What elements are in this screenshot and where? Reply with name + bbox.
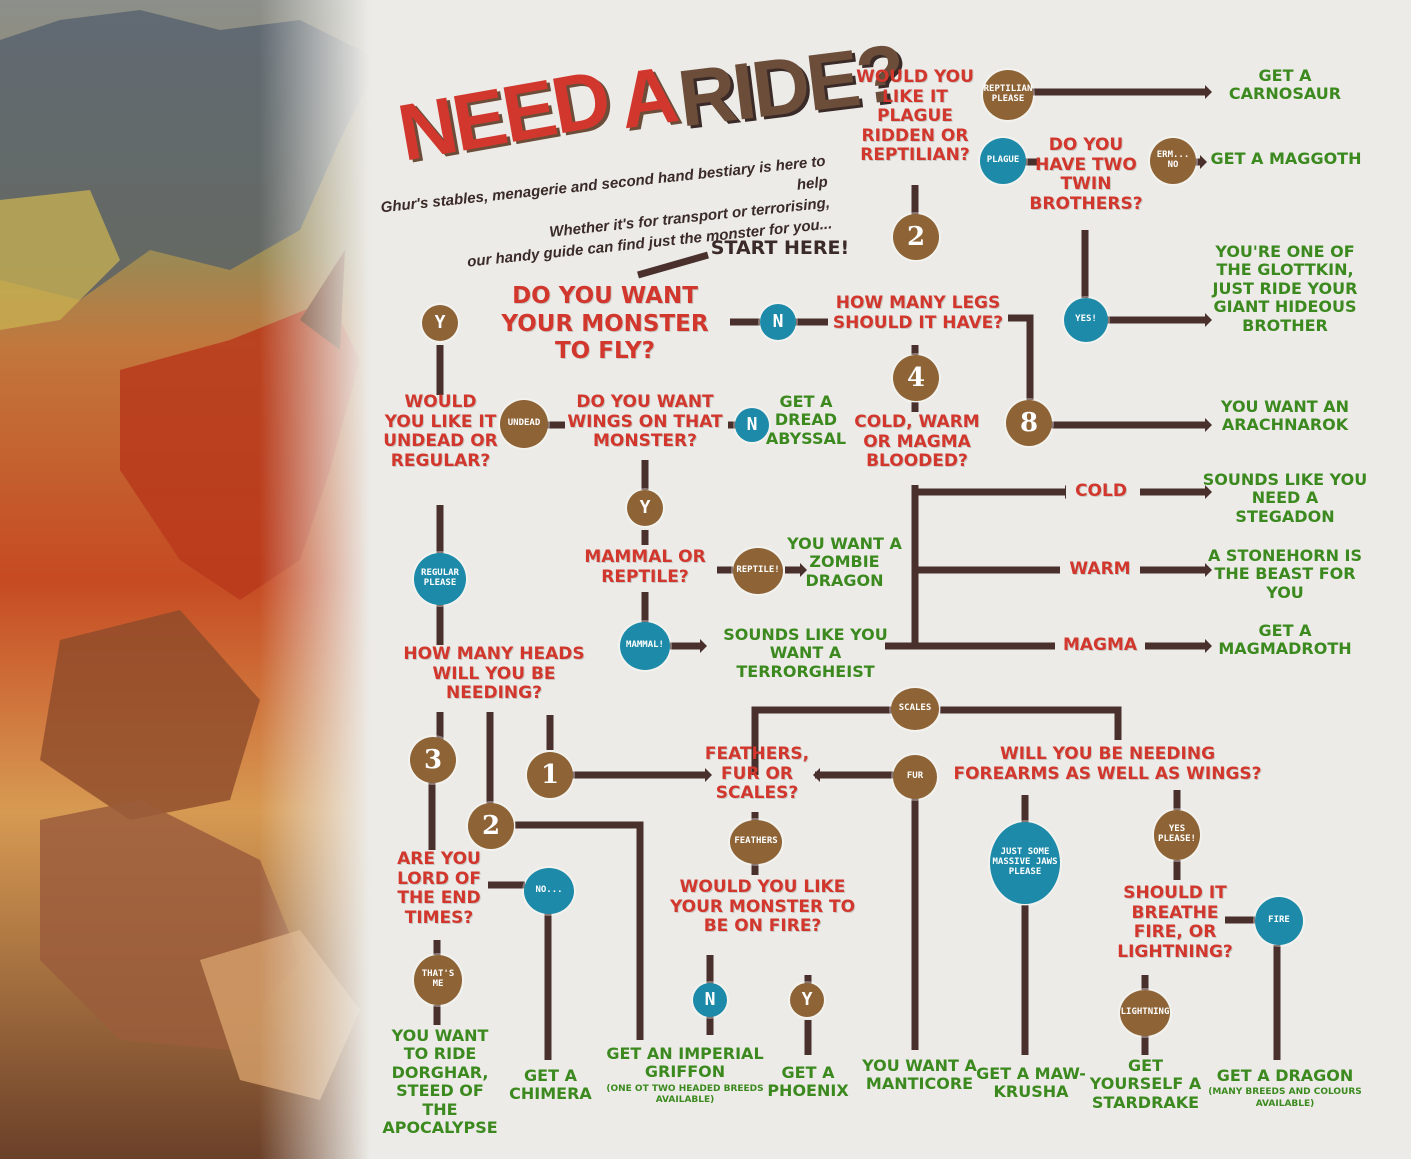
title-word-need: NEED bbox=[391, 53, 615, 178]
question-heads: HOW MANY HEADS WILL YOU BE NEEDING? bbox=[403, 644, 585, 704]
answer-carnosaur: GET A CARNOSAUR bbox=[1228, 66, 1342, 104]
badge-y-fire: Y bbox=[790, 983, 824, 1017]
badge-y-fly: Y bbox=[422, 305, 458, 341]
question-fly: DO YOU WANT YOUR MONSTER TO FLY? bbox=[501, 283, 709, 365]
question-mammal: MAMMAL OR REPTILE? bbox=[584, 547, 706, 587]
answer-dorghar: YOU WANT TO RIDE DORGHAR, STEED OF THE A… bbox=[382, 1026, 498, 1137]
badge-regular-please: REGULAR PLEASE bbox=[414, 553, 466, 605]
answer-magmadroth: GET A MAGMADROTH bbox=[1218, 621, 1352, 659]
badge-reptile: REPTILE! bbox=[733, 548, 783, 594]
badge-n-fire: N bbox=[693, 983, 727, 1017]
badge-no: NO... bbox=[524, 868, 574, 914]
title-word-a: A bbox=[614, 49, 681, 146]
answer-mawkrusha: GET A MAW-KRUSHA bbox=[976, 1064, 1086, 1102]
question-legs: HOW MANY LEGS SHOULD IT HAVE? bbox=[832, 293, 1004, 333]
answer-maggoth: GET A MAGGOTH bbox=[1210, 149, 1362, 168]
badge-one-head: 1 bbox=[527, 752, 573, 798]
badge-thats-me: THAT'S ME bbox=[414, 955, 462, 1005]
label-cold: COLD bbox=[1066, 481, 1136, 502]
badge-feathers: FEATHERS bbox=[730, 820, 782, 864]
answer-stardrake: GET YOURSELF A STARDRAKE bbox=[1089, 1056, 1202, 1112]
answer-dragon-title: GET A DRAGON bbox=[1216, 1066, 1354, 1085]
question-wings: DO YOU WANT WINGS ON THAT MONSTER? bbox=[567, 392, 723, 452]
answer-stonehorn: A STONEHORN IS THE BEAST FOR YOU bbox=[1207, 546, 1363, 602]
badge-n-wings: N bbox=[735, 408, 769, 442]
answer-griffon-title: GET AN IMPERIAL GRIFFON bbox=[606, 1044, 764, 1082]
question-feathers: FEATHERS, FUR OR SCALES? bbox=[704, 744, 810, 804]
question-lord: ARE YOU LORD OF THE END TIMES? bbox=[397, 849, 481, 928]
badge-y-wings: Y bbox=[627, 490, 663, 526]
answer-dragon-note: (MANY BREEDS AND COLOURS AVAILABLE) bbox=[1208, 1087, 1362, 1110]
question-plague: WOULD YOU LIKE IT PLAGUE RIDDEN OR REPTI… bbox=[856, 67, 974, 166]
badge-lightning: LIGHTNING bbox=[1120, 990, 1170, 1036]
question-fire: WOULD YOU LIKE YOUR MONSTER TO BE ON FIR… bbox=[669, 877, 856, 937]
answer-dragon: GET A DRAGON (MANY BREEDS AND COLOURS AV… bbox=[1205, 1066, 1365, 1111]
badge-erm-no: ERM... NO bbox=[1150, 138, 1196, 184]
answer-arachnarok: YOU WANT AN ARACHNAROK bbox=[1220, 397, 1350, 435]
answer-zombie-dragon: YOU WANT A ZOMBIE DRAGON bbox=[787, 534, 902, 590]
answer-phoenix: GET A PHOENIX bbox=[767, 1063, 849, 1101]
badge-yes-twins: YES! bbox=[1064, 298, 1108, 342]
badge-n-fly: N bbox=[760, 304, 796, 340]
question-forearms: WILL YOU BE NEEDING FOREARMS AS WELL AS … bbox=[953, 744, 1262, 784]
dragon-artwork-icon bbox=[0, 0, 370, 1159]
badge-reptilian-please: REPTILIAN PLEASE bbox=[983, 70, 1033, 120]
badge-three-heads: 3 bbox=[410, 737, 456, 783]
badge-two-legs: 2 bbox=[893, 214, 939, 260]
label-magma: MAGMA bbox=[1055, 635, 1145, 656]
answer-dread-abyssal: GET A DREAD ABYSSAL bbox=[765, 392, 847, 448]
badge-two-heads: 2 bbox=[468, 803, 514, 849]
question-twins: DO YOU HAVE TWO TWIN BROTHERS? bbox=[1029, 135, 1143, 214]
start-here-label: START HERE! bbox=[710, 237, 850, 259]
question-blood: COLD, WARM OR MAGMA BLOODED? bbox=[854, 412, 980, 472]
answer-griffon-note: (ONE OT TWO HEADED BREEDS AVAILABLE) bbox=[606, 1083, 764, 1106]
question-undead: WOULD YOU LIKE IT UNDEAD OR REGULAR? bbox=[383, 392, 498, 471]
answer-manticore: YOU WANT A MANTICORE bbox=[862, 1056, 977, 1094]
badge-fur: FUR bbox=[893, 755, 937, 799]
badge-massive-jaws: JUST SOME MASSIVE JAWS PLEASE bbox=[990, 822, 1060, 904]
badge-plague: PLAGUE bbox=[980, 138, 1026, 184]
badge-undead: UNDEAD bbox=[500, 400, 548, 448]
answer-glottkin: YOU'RE ONE OF THE GLOTTKIN, JUST RIDE YO… bbox=[1212, 242, 1358, 335]
answer-stegadon: SOUNDS LIKE YOU NEED A STEGADON bbox=[1202, 470, 1368, 526]
question-breathe: SHOULD IT BREATHE FIRE, OR LIGHTNING? bbox=[1117, 883, 1233, 962]
answer-griffon: GET AN IMPERIAL GRIFFON (ONE OT TWO HEAD… bbox=[605, 1044, 765, 1107]
answer-terrorgheist: SOUNDS LIKE YOU WANT A TERRORGHEIST bbox=[723, 625, 888, 681]
badge-mammal: MAMMAL! bbox=[620, 622, 670, 670]
label-warm: WARM bbox=[1060, 559, 1140, 580]
badge-fire: FIRE bbox=[1255, 897, 1303, 945]
answer-chimera: GET A CHIMERA bbox=[509, 1066, 592, 1104]
badge-scales: SCALES bbox=[891, 688, 939, 730]
badge-yes-please: YES PLEASE! bbox=[1154, 810, 1200, 860]
badge-eight-legs: 8 bbox=[1006, 400, 1052, 446]
badge-four-legs: 4 bbox=[893, 355, 939, 401]
